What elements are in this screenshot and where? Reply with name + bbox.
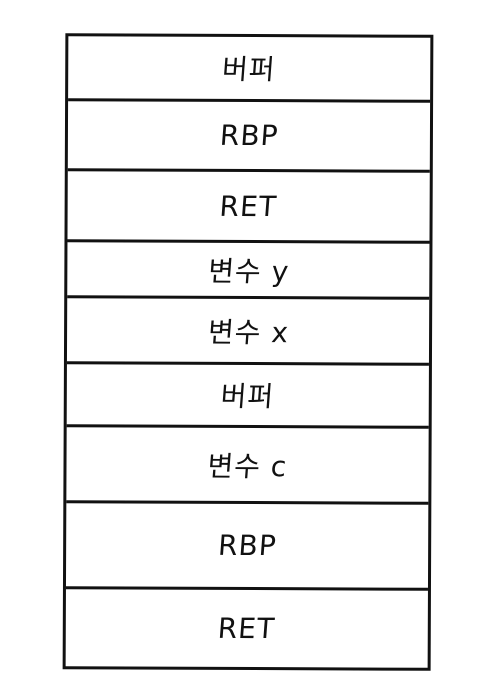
stack-cell-buffer-top: 버퍼: [68, 36, 431, 103]
stack-cell-rbp-top: RBP: [67, 101, 431, 173]
stack-cell-var-c: 변수 c: [66, 427, 429, 505]
stack-cell-label: RET: [216, 611, 277, 646]
stack-cell-ret-top: RET: [67, 171, 430, 244]
stack-cell-var-x: 변수 x: [66, 298, 430, 366]
stack-cell-buffer-bottom: 버퍼: [66, 364, 429, 429]
stack-cell-label: 버퍼: [221, 52, 278, 87]
stack-cell-ret-bottom: RET: [66, 589, 428, 668]
stack-cell-label: 변수 x: [206, 315, 290, 349]
stack-frame-diagram: 버퍼 RBP RET 변수 y 변수 x 버퍼 변수 c RBP RET: [62, 33, 434, 671]
stack-cell-label: 변수 y: [206, 254, 290, 288]
stack-cell-label: RET: [218, 189, 279, 223]
stack-cell-label: RBP: [218, 118, 280, 153]
stack-cell-rbp-bottom: RBP: [65, 503, 429, 591]
stack-cell-label: 변수 c: [206, 449, 289, 483]
stack-cell-var-y: 변수 y: [67, 242, 430, 300]
stack-cell-label: RBP: [216, 528, 278, 563]
stack-cell-label: 버퍼: [219, 379, 276, 414]
